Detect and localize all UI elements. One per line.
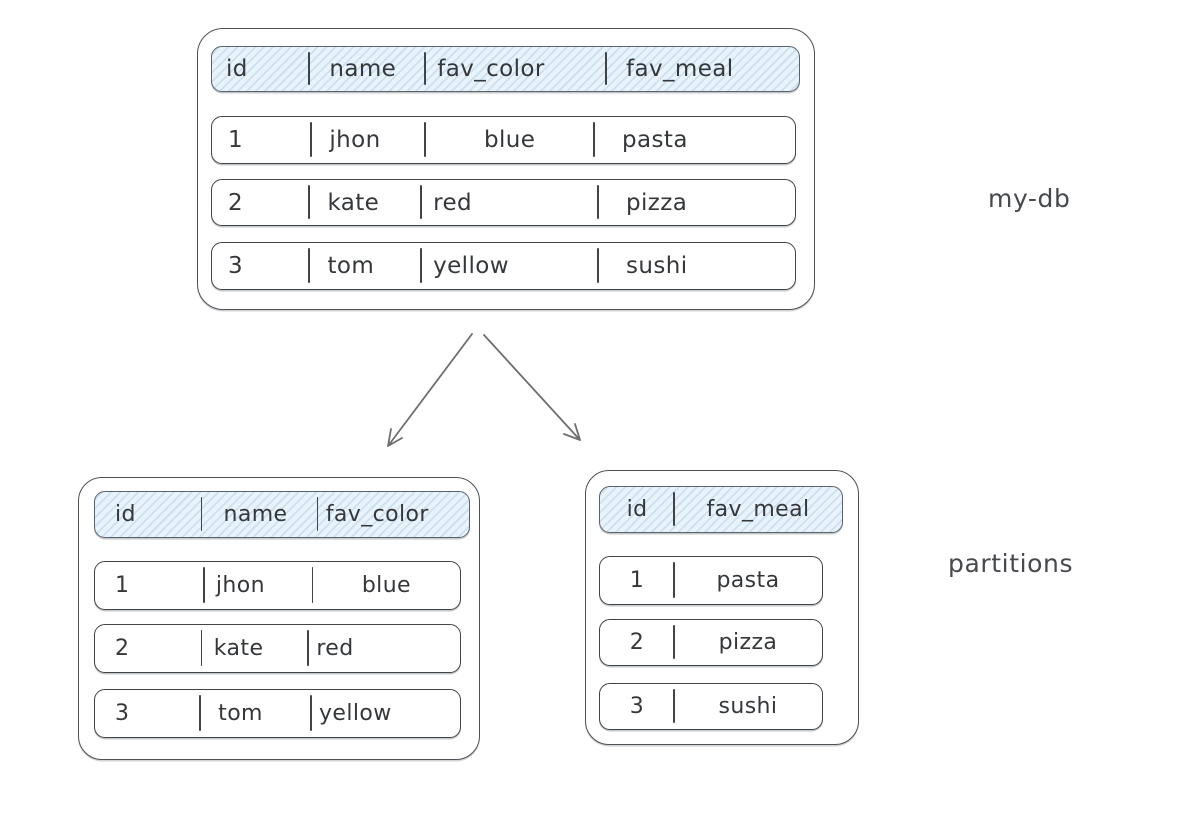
table-cell: 3 [629,694,645,719]
partition-table-left: id name fav_color 1 jhon blue 2 kate red… [78,477,480,760]
table-cell: 1 [629,568,645,593]
table-cell: tom [308,243,421,289]
table-cell: sushi [672,684,822,729]
table-cell: blue [311,562,460,609]
table-cell: pizza [672,620,822,665]
header-cell: fav_color [424,47,606,91]
header-cell: id [226,56,248,82]
table-cell: kate [308,180,421,225]
table-cell: sushi [597,243,795,289]
table-row: 1 pasta [599,556,823,605]
table-cell: yellow [310,690,460,737]
partition-right-header-row: id fav_meal [599,486,843,533]
table-cell: 3 [228,253,244,279]
header-cell: fav_meal [605,47,799,91]
header-cell: name [308,47,425,91]
arrow-right [483,334,581,441]
header-cell: id [626,497,648,522]
partition-left-header-row: id name fav_color [94,491,470,538]
table-cell: yellow [420,243,598,289]
table-row: 1 jhon blue pasta [211,116,796,164]
main-table: id name fav_color fav_meal 1 jhon blue p… [197,28,815,310]
table-cell: kate [200,625,309,672]
table-row: 2 kate red pizza [211,179,796,226]
table-cell: red [420,180,598,225]
table-cell: 3 [115,701,130,726]
table-cell: 2 [115,636,130,661]
table-row: 1 jhon blue [94,561,461,610]
db-label: my-db [988,184,1071,213]
arrow-left [387,333,473,447]
table-cell: blue [424,117,594,163]
table-row: 2 kate red [94,624,461,673]
table-row: 3 tom yellow [94,689,461,738]
header-cell: fav_color [316,492,469,537]
table-cell: 1 [228,127,244,153]
partition-table-right: id fav_meal 1 pasta 2 pizza 3 sushi [585,470,859,745]
partitions-label: partitions [948,549,1074,578]
table-cell: pasta [672,557,822,604]
table-cell: pasta [593,117,795,163]
table-cell: 2 [629,630,645,655]
header-cell: name [200,492,318,537]
table-row: 2 pizza [599,619,823,666]
table-cell: pizza [597,180,795,225]
table-cell: 1 [115,573,130,598]
main-table-header-row: id name fav_color fav_meal [211,46,800,92]
header-cell: fav_meal [673,487,842,532]
table-row: 3 sushi [599,683,823,730]
table-cell: red [307,625,460,672]
table-cell: 2 [228,189,244,216]
table-cell: tom [199,690,311,737]
header-cell: id [115,502,136,527]
table-cell: jhon [202,562,313,609]
table-cell: jhon [310,117,425,163]
table-row: 3 tom yellow sushi [211,242,796,290]
